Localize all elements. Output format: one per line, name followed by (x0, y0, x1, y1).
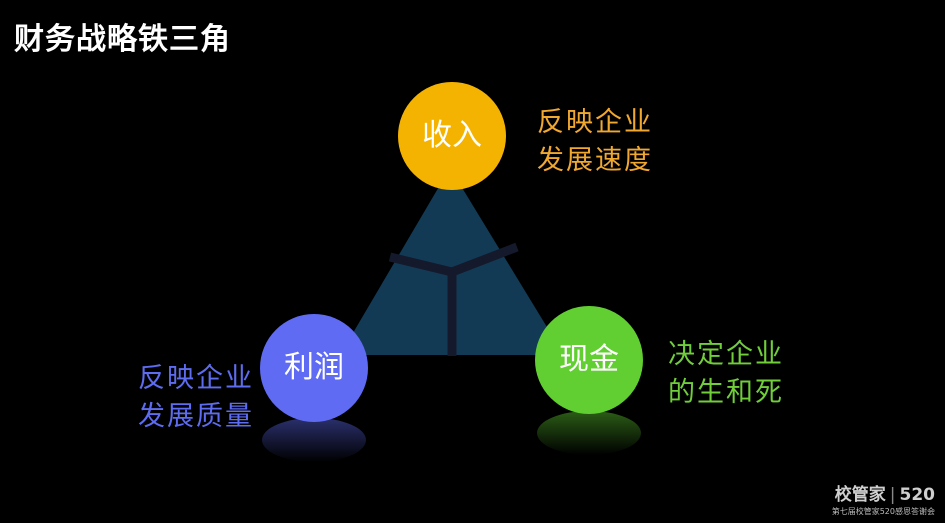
y-divider (388, 242, 519, 356)
branding: 校管家|520 第七届校管家520感恩答谢会 (832, 480, 935, 517)
brand-subtitle: 第七届校管家520感恩答谢会 (831, 507, 935, 516)
right-desc-line-2: 的生和死 (668, 377, 784, 408)
top-node-label: 收入 (422, 118, 482, 153)
left-desc-line-2: 发展质量 (138, 401, 254, 432)
left-node-label: 利润 (284, 350, 344, 385)
top-desc-line-1: 反映企业 (537, 107, 653, 138)
right-node-description: 决定企业 的生和死 (668, 336, 784, 412)
left-desc-line-1: 反映企业 (138, 363, 254, 394)
top-desc-line-2: 发展速度 (537, 145, 653, 176)
top-node-description: 反映企业 发展速度 (537, 104, 653, 180)
left-node-description: 反映企业 发展质量 (138, 360, 254, 436)
right-node-label: 现金 (559, 342, 619, 377)
left-node-circle (260, 314, 368, 422)
brand-name: 校管家 (834, 485, 886, 505)
page-title: 财务战略铁三角 (14, 22, 231, 57)
right-desc-line-1: 决定企业 (668, 339, 784, 370)
top-node-circle (398, 82, 506, 190)
right-node-circle (535, 306, 643, 414)
brand-number: 520 (899, 485, 936, 505)
left-node-reflection (262, 418, 366, 462)
triangle-shape (340, 168, 564, 355)
brand-logo: 校管家|520 (832, 480, 935, 505)
brand-divider: | (889, 485, 896, 505)
right-node-reflection (537, 411, 641, 455)
